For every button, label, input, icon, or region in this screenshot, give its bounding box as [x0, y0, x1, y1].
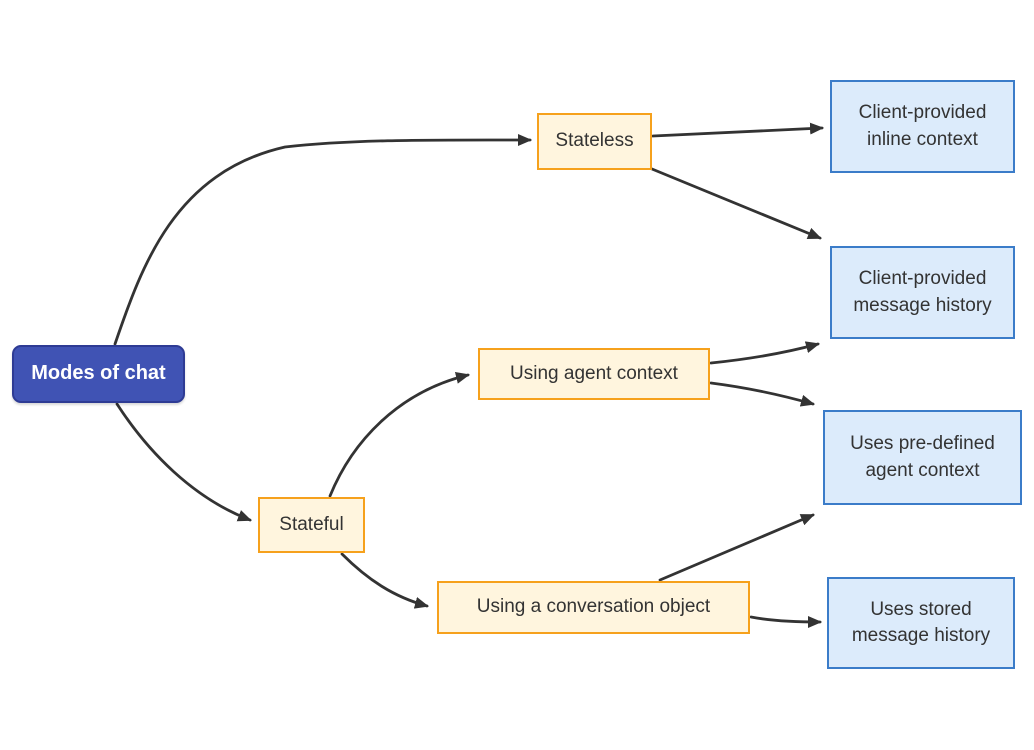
edge-agent-context-to-predefined — [709, 381, 815, 407]
edge-conversation-to-predefined — [658, 513, 815, 582]
node-using-conversation-object: Using a conversation object — [437, 581, 750, 634]
node-uses-predefined-agent-context: Uses pre-defined agent context — [823, 410, 1022, 505]
edge-conversation-to-stored-history — [749, 615, 822, 628]
edge-modes-to-stateless — [113, 133, 532, 346]
node-label: Stateful — [279, 513, 344, 535]
node-label: Uses pre-defined agent context — [850, 433, 995, 481]
edge-stateless-to-inline-context — [651, 122, 824, 138]
node-stateful: Stateful — [258, 497, 365, 553]
node-label: Stateless — [555, 130, 634, 152]
edge-stateful-to-agent-context — [328, 372, 470, 498]
node-client-provided-inline-context: Client-provided inline context — [830, 80, 1015, 173]
edge-modes-to-stateful — [115, 402, 252, 522]
node-label: Using agent context — [510, 362, 678, 384]
node-label: Client-provided message history — [853, 268, 992, 316]
node-stateless: Stateless — [537, 113, 652, 170]
node-label: Modes of chat — [31, 362, 166, 385]
edge-stateful-to-conversation — [340, 552, 429, 609]
node-client-provided-message-history: Client-provided message history — [830, 246, 1015, 339]
node-label: Uses stored message history — [851, 598, 991, 646]
node-label: Client-provided inline context — [858, 102, 987, 150]
edge-stateless-to-message-history — [650, 167, 822, 240]
node-using-agent-context: Using agent context — [478, 348, 710, 400]
node-modes-of-chat: Modes of chat — [12, 345, 185, 403]
edge-agent-context-to-message-history — [709, 341, 820, 365]
node-uses-stored-message-history: Uses stored message history — [827, 577, 1015, 669]
node-label: Using a conversation object — [476, 596, 711, 618]
